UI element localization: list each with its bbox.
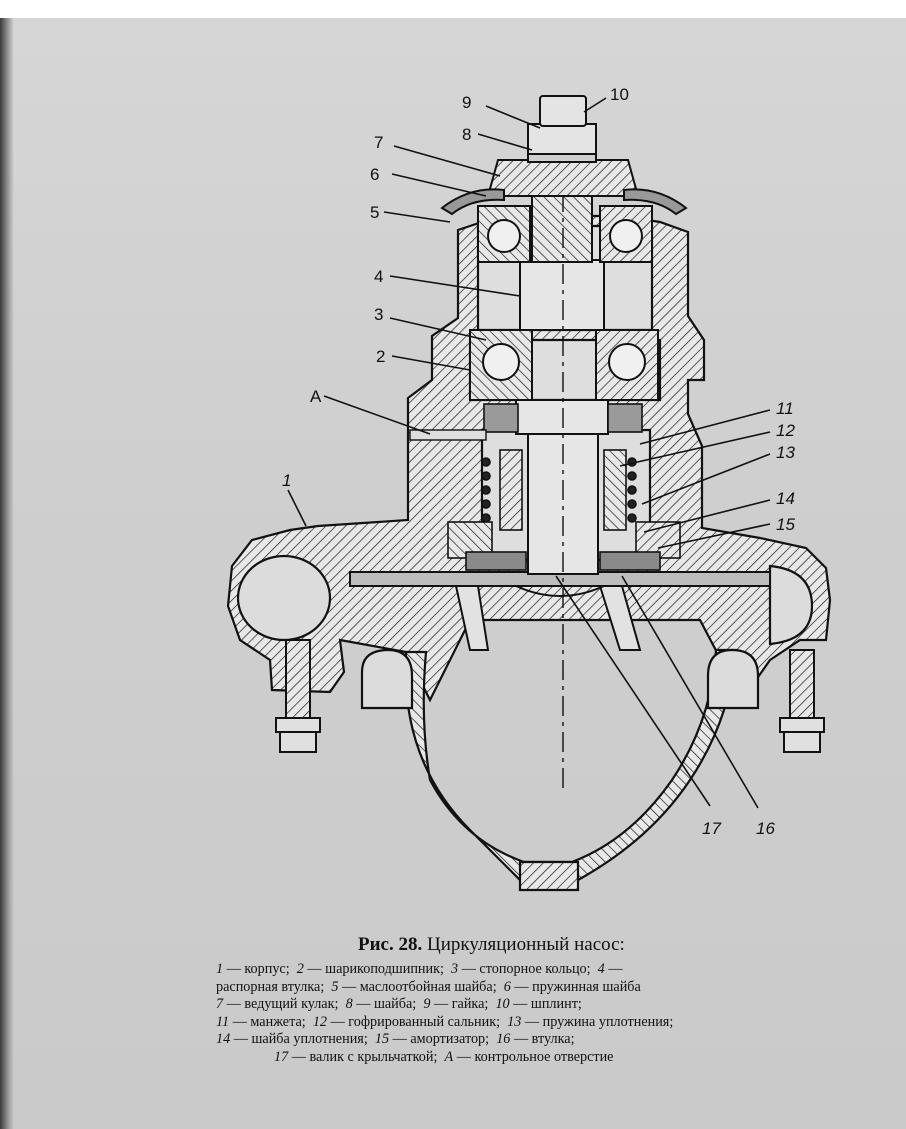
callout-A: A — [310, 387, 322, 406]
legend-line-4: 11 — манжета; 12 — гофрированный сальник… — [216, 1013, 674, 1030]
callout-9: 9 — [462, 93, 471, 112]
callout-10: 10 — [610, 85, 629, 104]
callout-2: 2 — [376, 347, 385, 366]
lower-bowl-cover — [360, 648, 760, 892]
callout-1: 1 — [282, 471, 291, 490]
legend-line-6: 17 — валик с крыльчаткой; А — контрольно… — [274, 1048, 614, 1065]
left-bolt — [275, 639, 321, 753]
legend-line-3: 7 — ведущий кулак; 8 — шайба; 9 — гайка;… — [216, 996, 582, 1012]
lower-bearing — [469, 329, 659, 401]
callouts: 9 10 8 7 6 5 4 3 2 A 11 12 13 14 15 1 17… — [282, 85, 795, 838]
impeller — [349, 571, 771, 651]
figure-number: Рис. 28. — [358, 934, 423, 955]
callout-14: 14 — [776, 489, 795, 508]
callout-15: 15 — [776, 515, 795, 534]
legend-line-2: распорная втулка; 5 — маслоотбойная шайб… — [216, 978, 641, 995]
callout-12: 12 — [776, 421, 795, 440]
control-hole — [409, 429, 487, 441]
figure-legend: 1 — корпус; 2 — шарикоподшипник; 3 — сто… — [216, 961, 864, 1066]
top-margin-strip — [0, 0, 906, 18]
callout-17: 17 — [702, 819, 721, 838]
legend-line-5: 14 — шайба уплотнения; 15 — амортизатор;… — [216, 1031, 575, 1047]
legend-line-1: 1 — корпус; 2 — шарикоподшипник; 3 — сто… — [216, 961, 623, 977]
page-binding-shadow — [0, 18, 14, 1129]
callout-7: 7 — [374, 133, 383, 152]
callout-6: 6 — [370, 165, 379, 184]
callout-3: 3 — [374, 305, 383, 324]
leader-lines — [287, 97, 771, 809]
callout-11: 11 — [776, 399, 794, 418]
callout-5: 5 — [370, 203, 379, 222]
callout-4: 4 — [374, 267, 383, 286]
callout-13: 13 — [776, 443, 795, 462]
drive-cam-and-nut — [440, 95, 688, 216]
callout-8: 8 — [462, 125, 471, 144]
upper-bearing — [477, 205, 653, 263]
seal-assembly — [447, 403, 681, 571]
right-bolt — [779, 649, 825, 753]
figure-title: Циркуляционный насос: — [427, 934, 625, 955]
figure-caption-title: Рис. 28. Циркуляционный насос: — [358, 934, 858, 956]
callout-16: 16 — [756, 819, 775, 838]
